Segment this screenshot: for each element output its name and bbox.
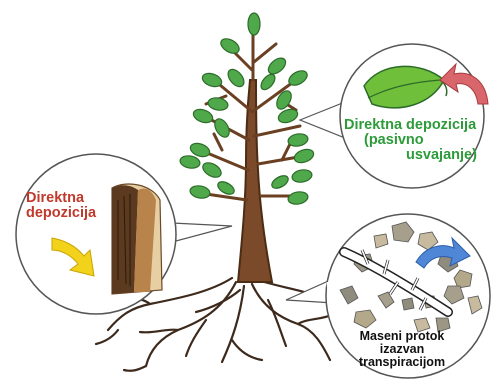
top-callout-line-2: (pasivno [344, 133, 477, 148]
top-callout-line-3: usvajanje) [344, 148, 477, 163]
left-callout-label: Direktna depozicija [26, 191, 96, 221]
left-callout-line-2: depozicija [26, 206, 96, 221]
bottom-callout-label: Maseni protok izazvan transpiracijom [346, 330, 458, 369]
callout-leaf-deposition [300, 44, 488, 188]
callout-bark-deposition [16, 154, 232, 314]
left-callout-line-1: Direktna [26, 191, 96, 206]
bark-section-icon [112, 184, 162, 294]
top-callout-label: Direktna depozicija (pasivno usvajanje) [344, 118, 477, 164]
bottom-callout-line-3: transpiracijom [346, 356, 458, 369]
top-callout-line-1: Direktna depozicija [344, 117, 476, 133]
